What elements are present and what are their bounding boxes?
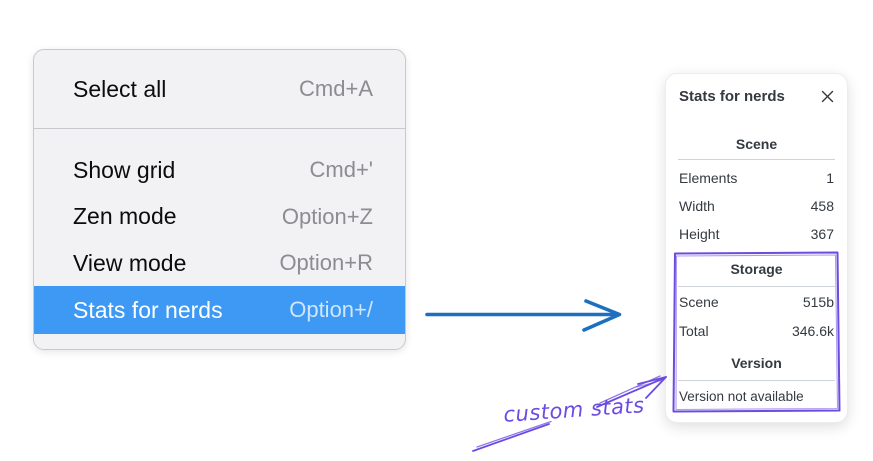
version-not-available-text: Version not available xyxy=(679,389,804,404)
stat-row-elements: Elements 1 xyxy=(679,168,834,188)
stat-value: 515b xyxy=(802,294,834,310)
context-menu: Select all Cmd+A Show grid Cmd+' Zen mod… xyxy=(33,49,406,350)
section-divider xyxy=(678,286,835,287)
menu-item-label: Show grid xyxy=(73,156,176,183)
menu-item-label: Stats for nerds xyxy=(73,296,223,323)
stat-label: Elements xyxy=(679,170,738,186)
stat-label: Height xyxy=(679,226,720,242)
stat-row-height: Height 367 xyxy=(679,224,834,244)
menu-group: Show grid Cmd+' Zen mode Option+Z View m… xyxy=(34,129,405,334)
menu-item-label: Zen mode xyxy=(73,203,177,229)
menu-item-shortcut: Option+Z xyxy=(281,203,373,229)
menu-item-label: Select all xyxy=(73,75,167,102)
menu-item-show-grid[interactable]: Show grid Cmd+' xyxy=(34,147,405,193)
menu-item-shortcut: Cmd+A xyxy=(299,76,373,101)
stat-label: Width xyxy=(679,198,715,214)
menu-item-view-mode[interactable]: View mode Option+R xyxy=(34,240,405,286)
section-heading-scene: Scene xyxy=(735,136,778,152)
menu-item-select-all[interactable]: Select all Cmd+A xyxy=(34,50,405,128)
stat-value: 367 xyxy=(810,226,834,242)
stat-value: 1 xyxy=(826,170,834,186)
stat-value: 346.6k xyxy=(791,323,834,339)
stat-label: Scene xyxy=(679,294,719,310)
blue-arrow xyxy=(425,299,622,332)
menu-item-shortcut: Option+/ xyxy=(289,297,373,322)
menu-item-shortcut: Cmd+' xyxy=(309,157,374,182)
menu-item-label: View mode xyxy=(73,249,187,276)
stats-panel: Stats for nerds Scene Elements 1 Width 4… xyxy=(665,73,848,423)
stat-row-width: Width 458 xyxy=(679,196,834,216)
section-heading-version: Version xyxy=(731,355,782,371)
close-icon xyxy=(821,90,833,102)
close-button[interactable] xyxy=(816,85,838,107)
stat-label: Total xyxy=(679,323,709,339)
section-divider xyxy=(678,159,835,160)
menu-item-stats-for-nerds[interactable]: Stats for nerds Option+/ xyxy=(34,286,405,334)
menu-item-zen-mode[interactable]: Zen mode Option+Z xyxy=(34,193,405,240)
stat-row-total-storage: Total 346.6k xyxy=(679,321,834,341)
menu-divider xyxy=(34,128,405,129)
stat-value: 458 xyxy=(810,198,834,214)
custom-stats-label: custom stats xyxy=(502,393,646,427)
section-heading-storage: Storage xyxy=(730,261,783,277)
stats-panel-title: Stats for nerds xyxy=(679,88,785,105)
stat-row-scene-storage: Scene 515b xyxy=(679,292,834,312)
section-divider xyxy=(678,380,835,381)
menu-item-shortcut: Option+R xyxy=(279,250,373,275)
